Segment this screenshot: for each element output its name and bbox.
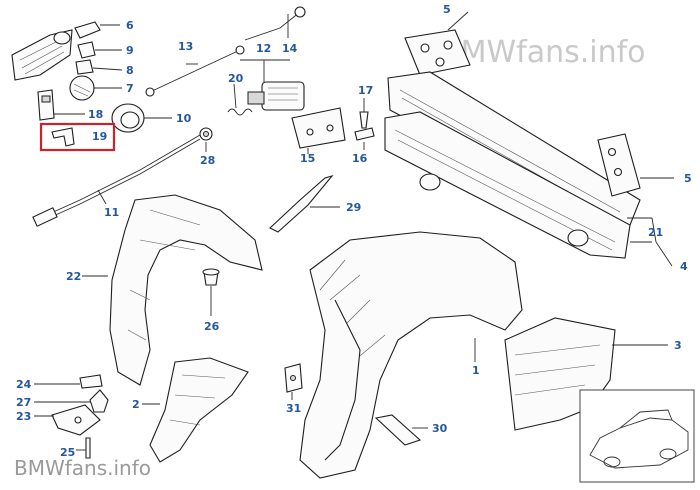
callout-22: 22 [66, 270, 81, 283]
part-26-grommet [202, 268, 220, 286]
part-10-ring [111, 103, 145, 133]
callout-21: 21 [648, 226, 663, 239]
callout-11: 11 [104, 206, 119, 219]
callout-28: 28 [200, 154, 215, 167]
part-18-bracket [37, 89, 55, 121]
part-14-rod [244, 6, 306, 41]
callout-1: 1 [472, 364, 480, 377]
part-23-bracket [51, 404, 101, 436]
callout-24: 24 [16, 378, 32, 391]
callout-10: 10 [176, 112, 192, 125]
part-1-side-panel [299, 231, 523, 479]
callout-4: 4 [680, 260, 688, 273]
callout-16: 16 [352, 152, 368, 165]
callout-7: 7 [126, 82, 134, 95]
part-24-clip [79, 374, 103, 389]
callout-30: 30 [432, 422, 448, 435]
part-6-bracket [74, 21, 101, 39]
callout-31: 31 [286, 402, 301, 415]
part-19-seal [51, 127, 75, 147]
callout-9: 9 [126, 44, 134, 57]
part-22-wheel-arch-liner [109, 194, 263, 386]
part-31-clip [284, 363, 303, 393]
part-5-bracket-lower [597, 133, 641, 197]
callout-26: 26 [204, 320, 220, 333]
callout-14: 14 [282, 42, 298, 55]
part-17-screw [359, 111, 369, 129]
part-12-actuator [247, 81, 305, 111]
callout-6: 6 [126, 19, 134, 32]
callout-12: 12 [256, 42, 271, 55]
part-5-bracket-upper [404, 29, 471, 76]
callout-20: 20 [228, 72, 244, 85]
callout-2: 2 [132, 398, 140, 411]
callout-13: 13 [178, 40, 193, 53]
part-8-clip [75, 59, 94, 75]
part-25-screw [85, 437, 91, 459]
callout-5-top: 5 [443, 3, 451, 16]
watermark-top: BMWfans.info [440, 35, 646, 70]
callout-18: 18 [88, 108, 103, 121]
callout-19: 19 [92, 130, 107, 143]
callout-8: 8 [126, 64, 134, 77]
part-9-clip [77, 41, 96, 59]
callout-25: 25 [60, 446, 75, 459]
part-7-cap [69, 75, 95, 101]
part-20-spring [227, 108, 253, 116]
callout-23: 23 [16, 410, 31, 423]
vehicle-thumbnail [579, 389, 695, 483]
part-27-grommet [89, 389, 109, 413]
part-13-rod [145, 45, 245, 97]
part-21-bumper-carrier [384, 71, 641, 259]
callout-3: 3 [674, 339, 682, 352]
highlight-frame-part-19 [39, 122, 116, 152]
callout-27: 27 [16, 396, 31, 409]
part-29-trim-strip [269, 174, 334, 233]
callout-29: 29 [346, 201, 361, 214]
part-2-inner-panel [149, 357, 249, 463]
part-15-bracket [291, 107, 346, 149]
part-11-cable [32, 134, 201, 227]
part-28-grommet [199, 127, 213, 141]
leader-lines [34, 11, 674, 451]
callout-5-right: 5 [684, 172, 692, 185]
callout-15: 15 [300, 152, 315, 165]
callout-17: 17 [358, 84, 373, 97]
watermark-bottom: BMWfans.info [14, 456, 151, 480]
part-30-strip [374, 414, 422, 446]
part-16-bolt [354, 127, 375, 141]
callout-numbers: 6 9 8 7 18 10 19 11 13 12 14 20 15 17 16… [16, 3, 692, 459]
fuel-flap-assembly [11, 29, 73, 81]
